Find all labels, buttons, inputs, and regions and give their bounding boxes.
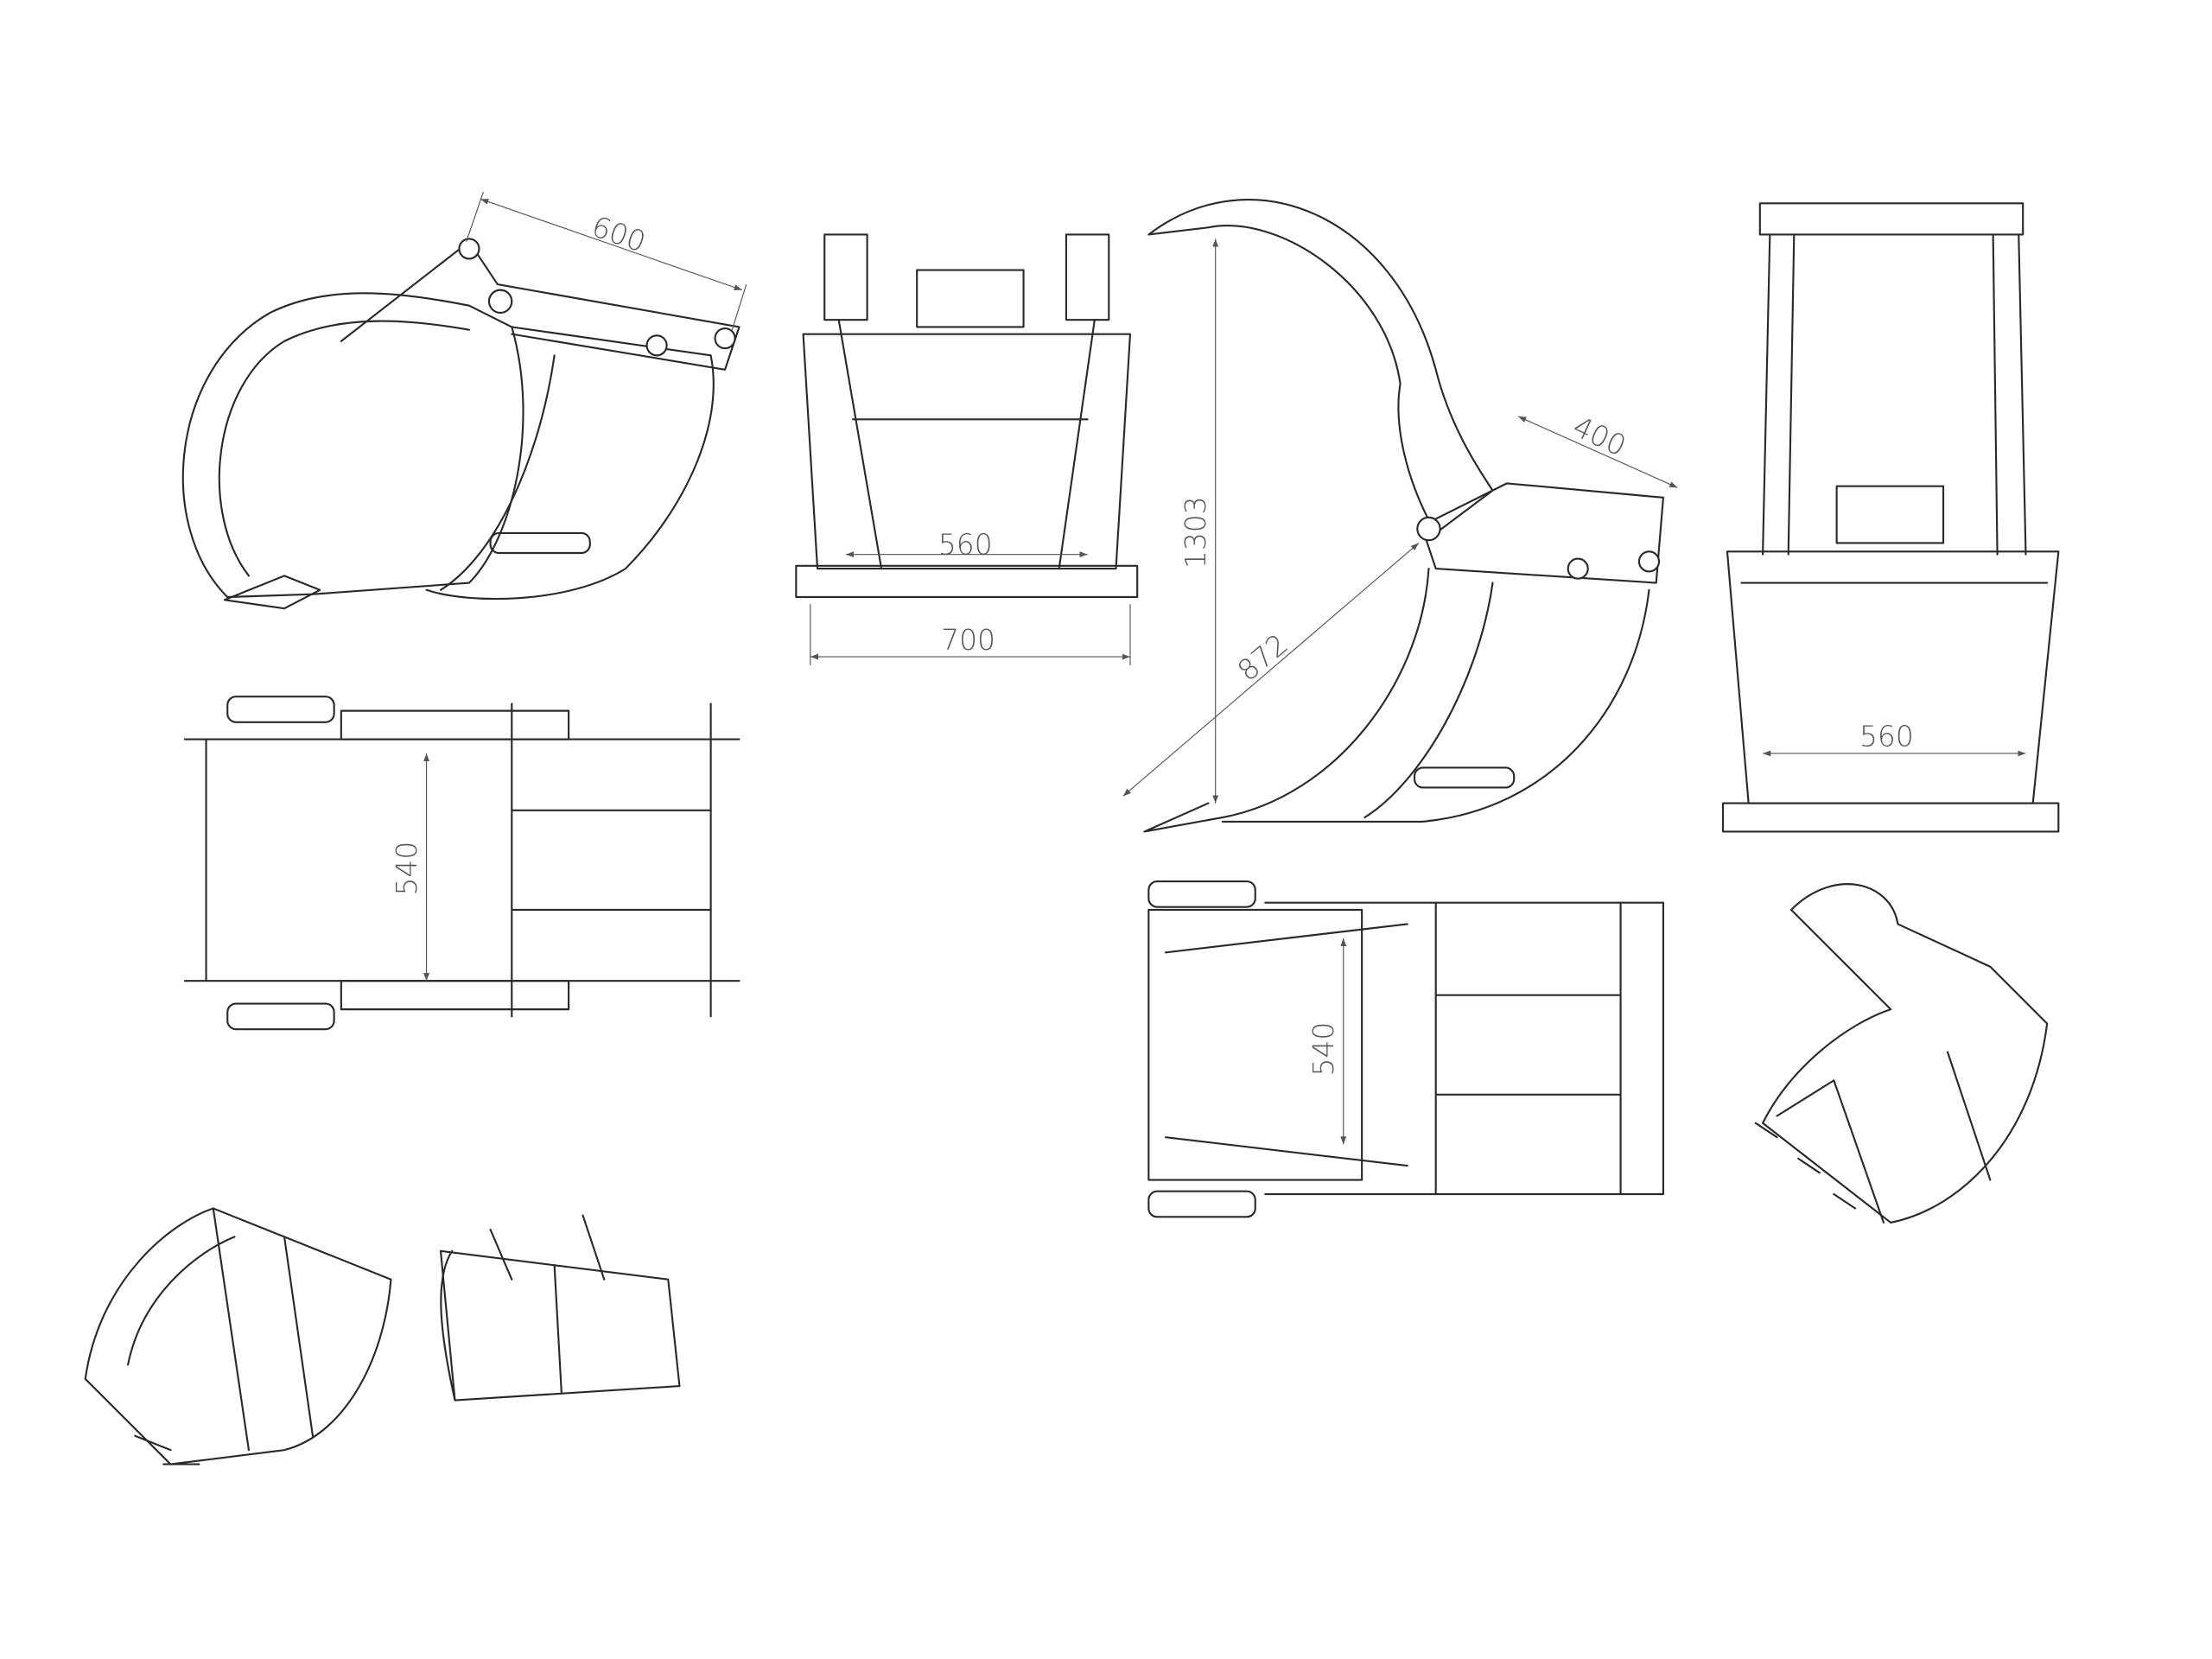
dim-700: 700: [941, 623, 995, 657]
dim-600: 600: [588, 209, 650, 258]
dim-1303: 1303: [1179, 496, 1212, 569]
side-view-open: 1303 872 400: [1122, 199, 1678, 833]
isometric-view-3: [1754, 883, 2049, 1224]
top-view-right: 540: [1147, 880, 1665, 1218]
dim-540-left: 540: [390, 842, 423, 896]
dim-540-right: 540: [1306, 1022, 1340, 1077]
side-view-closed: 600: [181, 191, 747, 610]
rear-view: 560: [1721, 202, 2060, 833]
dim-560-rear: 560: [1859, 720, 1914, 753]
dim-560-front: 560: [938, 528, 993, 562]
front-view: 560 700: [795, 233, 1139, 665]
isometric-view-1: [84, 1207, 392, 1465]
isometric-view-2: [439, 1214, 681, 1402]
dim-400: 400: [1568, 410, 1631, 463]
dim-872: 872: [1231, 627, 1294, 688]
top-view-left: 540: [183, 696, 741, 1031]
